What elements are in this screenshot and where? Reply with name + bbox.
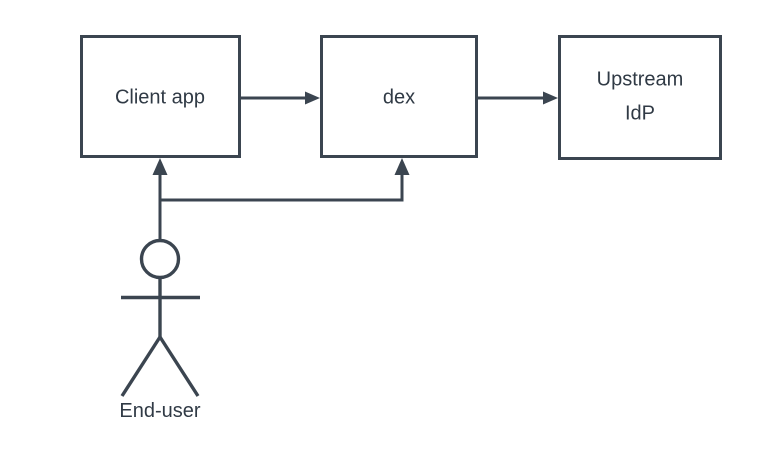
actor-end-user-head [139,238,181,280]
node-upstream-idp-label-line2: IdP [625,102,655,124]
actor-end-user-leg-right [158,336,200,397]
edge-client-app-to-dex [241,91,320,105]
arrowhead-client-app-to-dex [305,91,320,105]
node-client-app-box[interactable] [80,35,241,158]
actor-end-user[interactable]: End-user [119,238,201,423]
node-dex-label: dex [383,86,415,108]
arrowhead-end-user-to-client-app [152,158,168,175]
node-dex[interactable]: dex [320,35,478,158]
node-dex-box[interactable] [320,35,478,158]
node-upstream-idp[interactable]: Upstream IdP [558,35,722,160]
arrowhead-dex-to-upstream-idp [543,91,558,105]
edge-line-end-user-to-dex [160,172,404,202]
actor-end-user-label: End-user [119,400,200,422]
node-client-app-label: Client app [115,86,205,108]
node-upstream-idp-label-line1: Upstream [597,68,684,90]
arrowhead-end-user-to-dex [394,158,410,175]
actor-end-user-leg-left [120,336,162,397]
edge-dex-to-upstream-idp [478,91,558,105]
edge-end-user-to-dex [160,158,410,202]
node-upstream-idp-box[interactable] [558,35,722,160]
node-client-app[interactable]: Client app [80,35,241,158]
edge-end-user-to-client-app [152,158,168,240]
